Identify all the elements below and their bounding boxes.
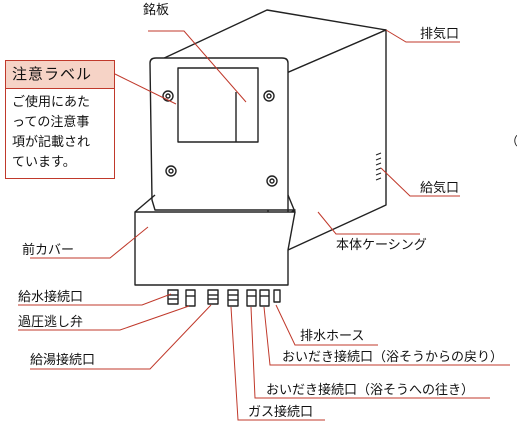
leader-gas xyxy=(230,306,325,421)
label-hot-water: 給湯接続口 xyxy=(30,352,95,368)
front-cover xyxy=(134,211,296,286)
front-cover-edge xyxy=(134,194,156,213)
label-gas: ガス接続口 xyxy=(248,404,313,420)
caution-line: っての注意事 xyxy=(12,115,90,130)
connector-gas xyxy=(227,289,239,307)
unit-body xyxy=(134,9,387,307)
caution-label-callout: 注意ラベル ご使用にあた っての注意事 項が記載され ています。 xyxy=(5,60,115,179)
label-drain-hose: 排水ホース xyxy=(300,329,364,344)
leader-casing xyxy=(317,211,420,235)
label-oidaki-return: おいだき接続口（浴そうからの戻り） xyxy=(282,349,503,365)
screw-icon xyxy=(266,175,278,187)
leader-oidaki-go xyxy=(250,306,490,399)
label-casing: 本体ケーシング xyxy=(336,238,427,253)
leader-hot-water xyxy=(30,304,212,370)
connector-water-supply xyxy=(167,289,179,305)
screw-icon xyxy=(263,90,275,102)
leader-caution xyxy=(114,73,177,105)
front-cover-edge xyxy=(287,194,296,213)
caution-line: 項が記載され xyxy=(12,135,91,150)
connector-hot-water xyxy=(207,289,219,305)
label-exhaust: 排気口 xyxy=(420,26,459,42)
leader-oidaki-return xyxy=(263,306,510,366)
leader-intake xyxy=(380,167,460,197)
leader-front-cover xyxy=(30,226,149,259)
screw-icon xyxy=(162,90,174,102)
connector-oidaki-go xyxy=(246,289,257,307)
leader-nameplate xyxy=(148,30,247,103)
caution-label-title: 注意ラベル xyxy=(6,61,114,89)
label-oidaki-go: おいだき接続口（浴そうへの往き） xyxy=(266,382,474,398)
intake-grille xyxy=(375,152,382,181)
label-relief-valve: 過圧逃し弁 xyxy=(18,315,83,330)
screw-icon xyxy=(165,165,177,177)
caution-line: ています。 xyxy=(12,155,76,170)
leader-water-supply xyxy=(18,293,172,306)
label-front-cover: 前カバー xyxy=(22,242,74,258)
connector-relief-valve xyxy=(185,289,196,307)
nameplate xyxy=(177,67,259,143)
connector-oidaki-return xyxy=(259,289,270,307)
label-water-supply: 給水接続口 xyxy=(18,289,83,305)
connector-drain xyxy=(273,289,281,303)
leader-drain xyxy=(275,304,378,346)
side-mark: （ xyxy=(506,134,517,148)
leader-relief-valve xyxy=(18,305,190,331)
caution-label-description: ご使用にあた っての注意事 項が記載され ています。 xyxy=(6,89,114,173)
leader-lines xyxy=(18,29,510,421)
label-nameplate: 銘板 xyxy=(143,3,169,18)
leader-exhaust xyxy=(385,29,460,43)
caution-line: ご使用にあた xyxy=(12,95,91,110)
label-intake: 給気口 xyxy=(420,180,459,196)
